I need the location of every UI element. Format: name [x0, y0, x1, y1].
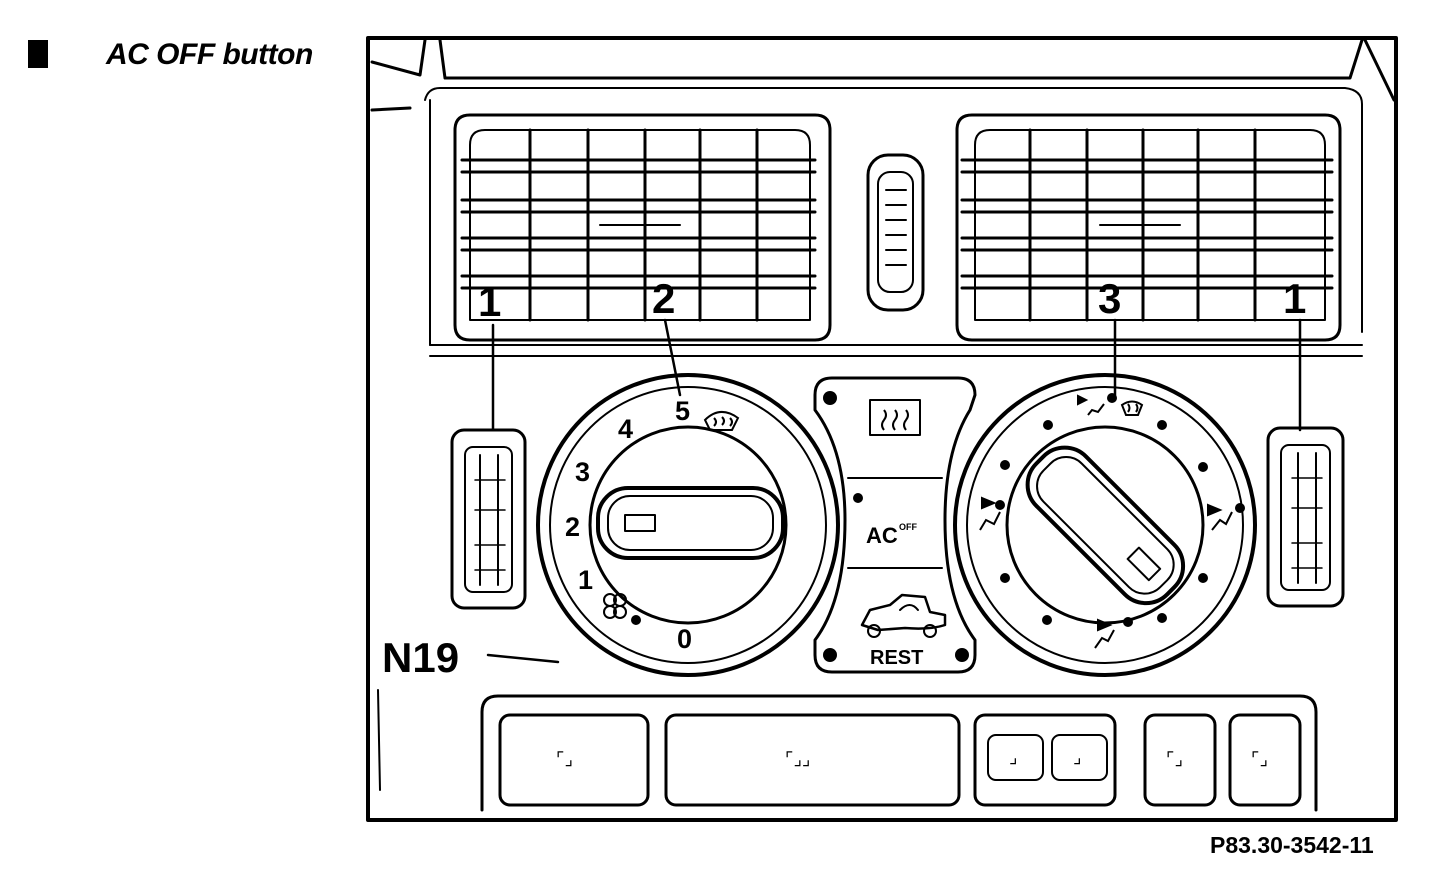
switch-3a[interactable]: [987, 734, 1044, 781]
callout-line-fan-knob: [663, 318, 682, 397]
left-air-vent[interactable]: [453, 113, 832, 342]
airflow-mode-icon-top: [1077, 394, 1105, 416]
diagram-frame: [366, 36, 1398, 822]
right-air-vent[interactable]: [955, 113, 1342, 342]
switch-5[interactable]: [1228, 713, 1302, 807]
airflow-mode-icon-bottom: [1094, 618, 1115, 649]
switch-1-mark: ⌜⌟: [556, 749, 573, 770]
page-title: AC OFF button: [106, 38, 313, 71]
airflow-mode-icon-left: [979, 496, 1001, 531]
switch-1[interactable]: [498, 713, 650, 807]
switch-group-3: [973, 713, 1117, 807]
callout-fan-knob: 2: [652, 275, 675, 322]
airflow-mode-icon-right: [1207, 503, 1233, 531]
callout-line-unit: [486, 653, 560, 664]
ac-off-superscript: OFF: [899, 522, 917, 532]
switch-2[interactable]: [664, 713, 961, 807]
callout-mode-knob: 3: [1098, 275, 1121, 322]
fan-icon: [603, 593, 627, 619]
ac-button-label: AC: [866, 523, 898, 548]
switch-3b-mark: ⌟: [1073, 747, 1081, 768]
fan-scale-3: 3: [575, 457, 590, 487]
fan-scale-4: 4: [618, 414, 633, 444]
figure-reference: P83.30-3542-11: [1210, 832, 1374, 858]
rest-button-label: REST: [870, 647, 923, 669]
rear-defrost-icon: [881, 409, 909, 431]
section-bullet: [28, 40, 48, 68]
bottom-switch-bar: [480, 694, 1318, 812]
fan-scale-5: 5: [675, 396, 690, 426]
left-side-thumbwheel[interactable]: [450, 428, 527, 610]
fan-scale-2: 2: [565, 512, 580, 542]
callout-vent-left: 1: [478, 278, 501, 325]
right-side-thumbwheel[interactable]: [1266, 426, 1345, 608]
switch-2-mark: ⌜⌟⌟: [785, 749, 810, 770]
windshield-defrost-icon: [703, 411, 740, 431]
switch-3a-mark: ⌟: [1009, 747, 1017, 768]
switch-4-mark: ⌜⌟: [1166, 749, 1183, 770]
ac-off-button[interactable]: [850, 482, 940, 564]
defrost-mode-icon: [1120, 400, 1144, 416]
switch-5-mark: ⌜⌟: [1251, 749, 1268, 770]
callout-vent-right: 1: [1283, 275, 1306, 322]
switch-4[interactable]: [1143, 713, 1217, 807]
air-distribution-knob[interactable]: [953, 373, 1257, 677]
rest-button[interactable]: [850, 588, 940, 668]
fan-scale-1: 1: [578, 565, 593, 595]
rear-defrost-button[interactable]: [850, 382, 940, 474]
center-thumbwheel[interactable]: [866, 153, 925, 312]
fan-scale-0: 0: [677, 624, 692, 654]
center-button-panel: [813, 376, 977, 674]
fan-speed-knob[interactable]: [536, 373, 840, 677]
switch-3b[interactable]: [1051, 734, 1108, 781]
callout-unit-n19: N19: [382, 634, 459, 681]
